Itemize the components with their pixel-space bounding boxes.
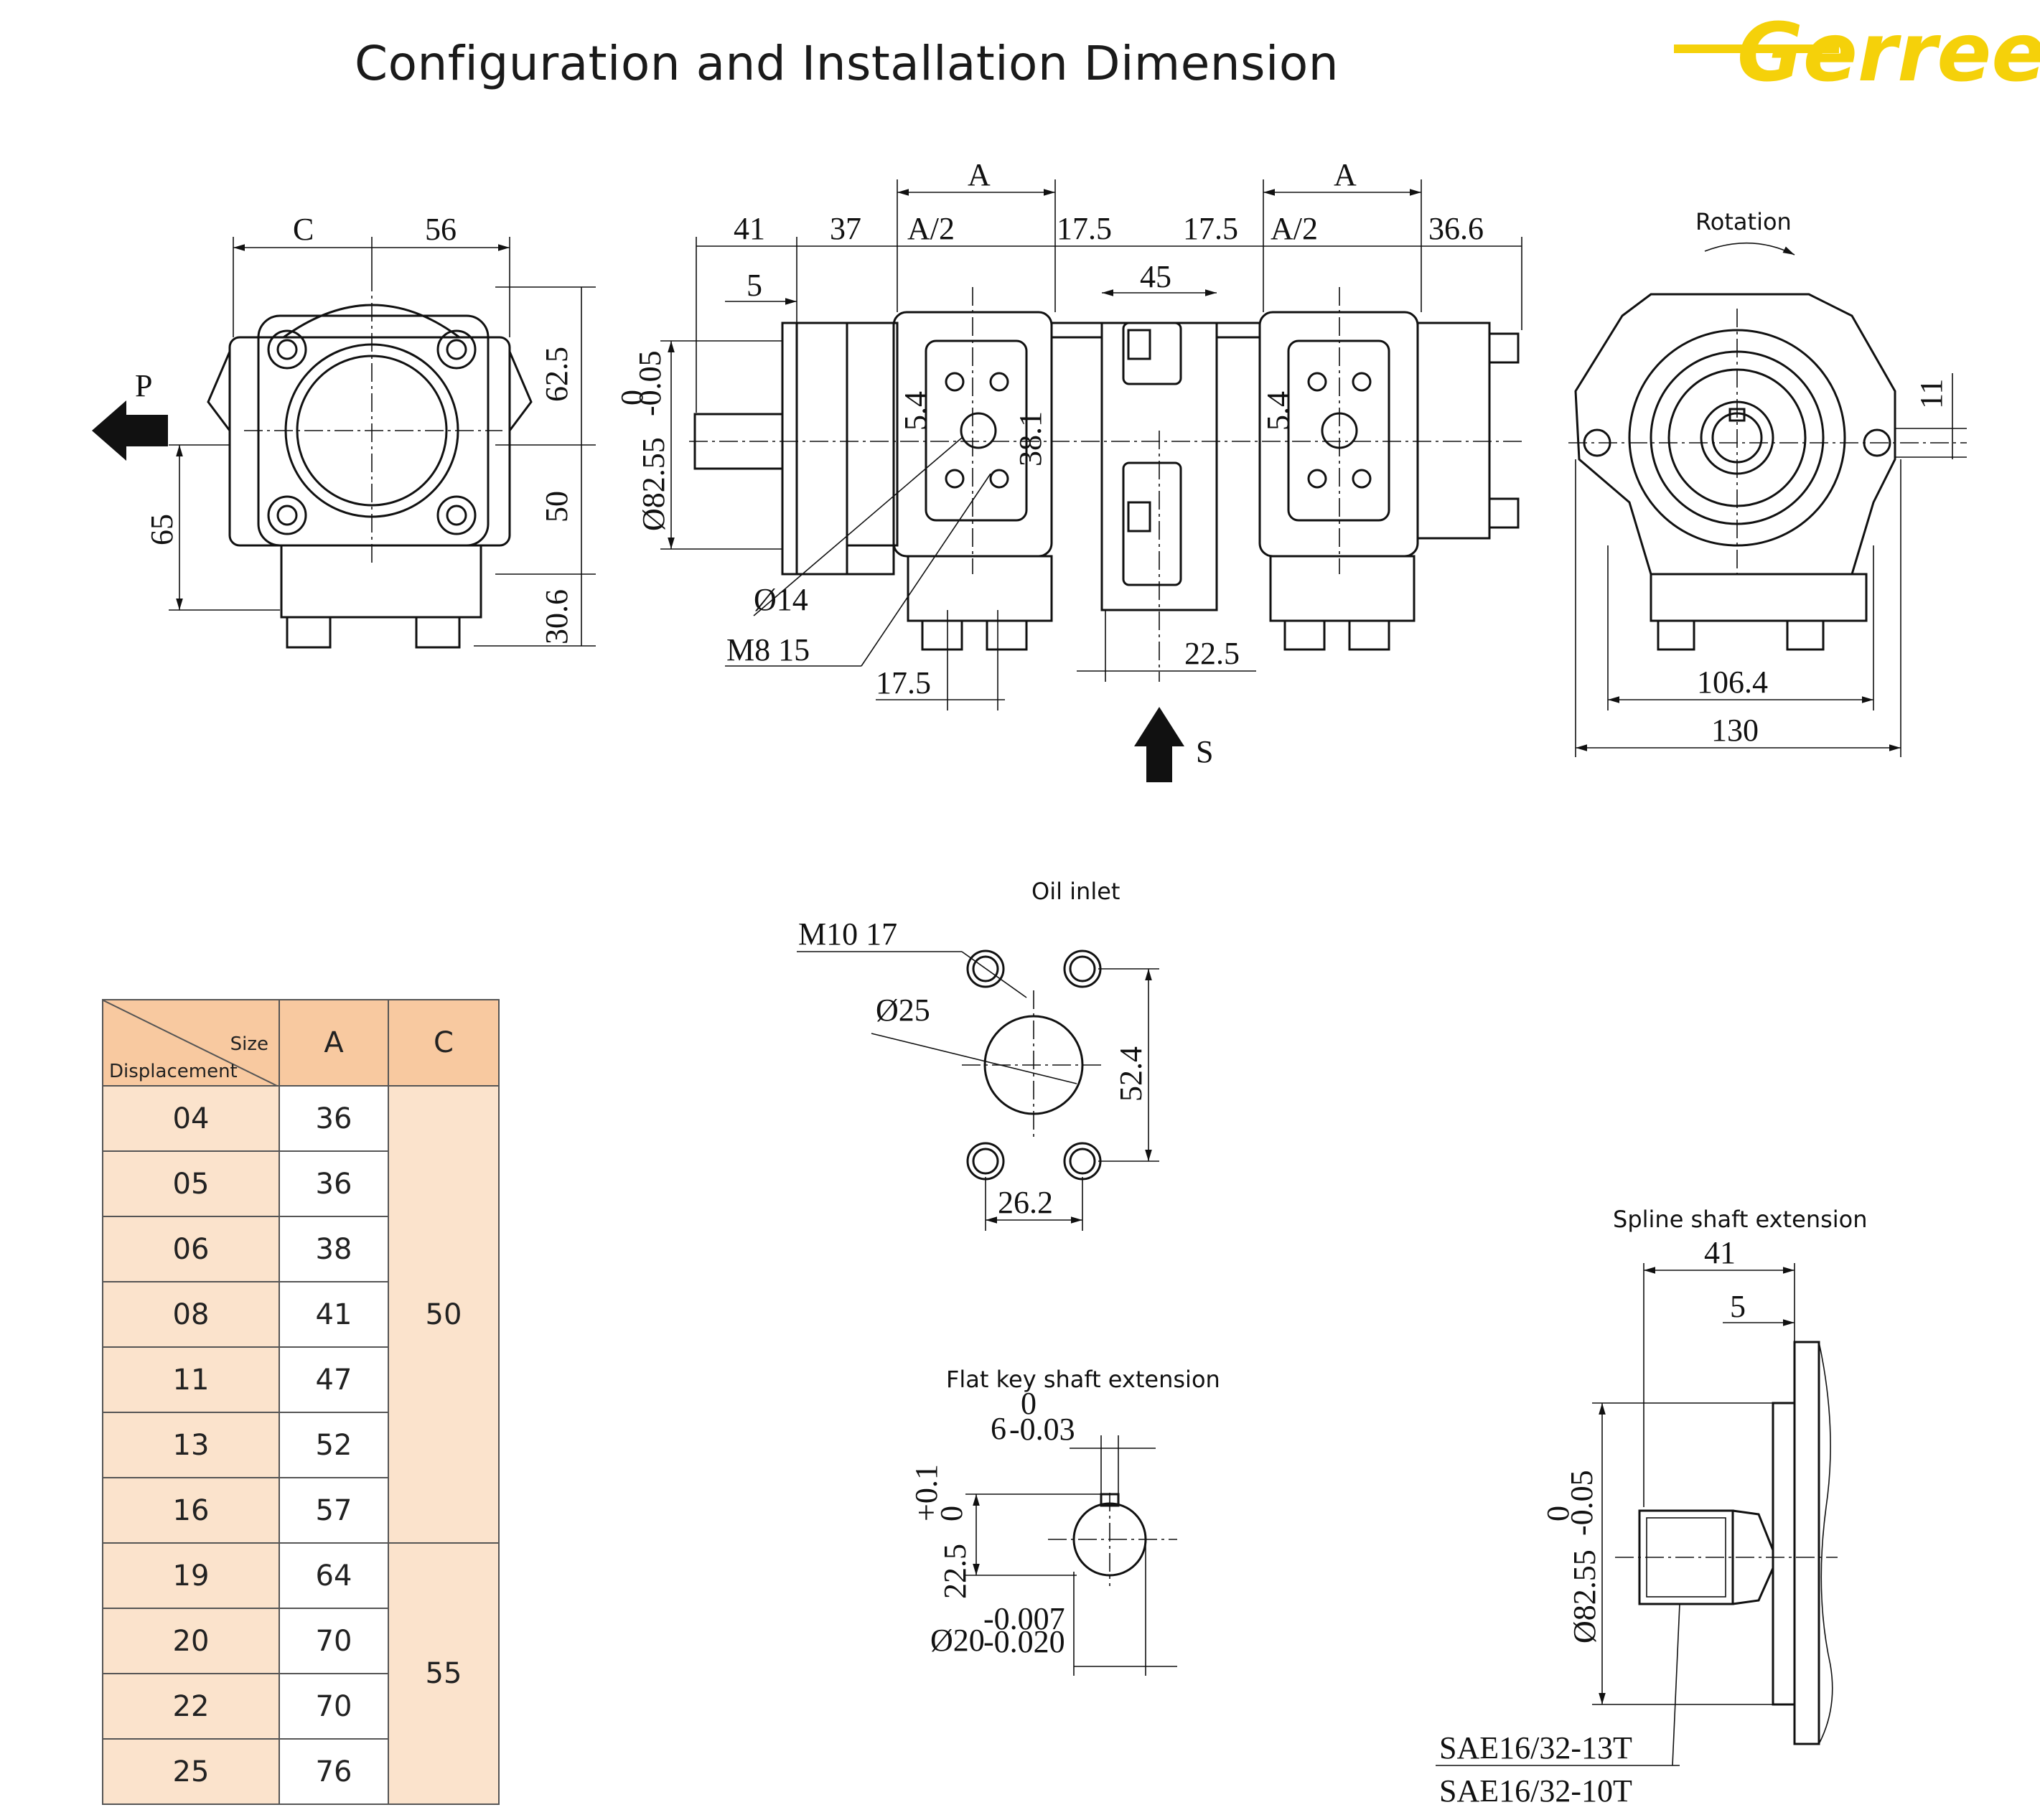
dim-front-56: 56	[425, 212, 457, 247]
table-c-group-2: 55	[388, 1542, 500, 1805]
dim-side-17-5-left: 17.5	[1057, 211, 1112, 246]
table-row-disp: 20	[102, 1608, 280, 1674]
table-row-a: 64	[279, 1542, 389, 1609]
dim-rear-106-4: 106.4	[1697, 665, 1768, 700]
dim-side-dia-14: Ø14	[754, 582, 808, 617]
table-row-disp: 19	[102, 1542, 280, 1609]
dim-inlet-m10: M10 17	[798, 916, 897, 952]
dim-side-17-5-bottom: 17.5	[876, 665, 931, 700]
dim-front-30-6: 30.6	[539, 589, 574, 644]
dim-side-5-4-left: 5.4	[898, 391, 933, 431]
table-header-a: A	[279, 999, 389, 1087]
table-row-disp: 05	[102, 1150, 280, 1217]
dim-inlet-52-4: 52.4	[1113, 1046, 1148, 1102]
dim-key-20-tol-lower: -0.020	[983, 1624, 1065, 1659]
dim-side-5: 5	[747, 268, 762, 303]
table-c-group-1: 50	[388, 1085, 500, 1544]
port-s-label: S	[1196, 734, 1213, 769]
dim-key-22-5-tol-upper: +0.1	[909, 1464, 944, 1521]
rotation-label: Rotation	[1695, 208, 1792, 235]
brand-logo-text: Gerreen	[1737, 6, 2040, 100]
dim-side-17-5-right: 17.5	[1183, 211, 1238, 246]
dim-side-41: 41	[734, 211, 765, 246]
spline-title: Spline shaft extension	[1613, 1206, 1868, 1233]
dim-side-36-6: 36.6	[1428, 211, 1484, 246]
spline-spec-10t: SAE16/32-10T	[1439, 1773, 1632, 1809]
table-header-c: C	[388, 999, 500, 1087]
dim-side-a-half-1: A/2	[907, 211, 955, 246]
dim-front-50: 50	[539, 491, 574, 522]
table-row-a: 57	[279, 1477, 389, 1544]
page-title: Configuration and Installation Dimension	[355, 36, 1339, 91]
table-row-disp: 08	[102, 1281, 280, 1348]
dim-side-45: 45	[1140, 259, 1171, 294]
table-row-a: 76	[279, 1738, 389, 1805]
dim-side-5-4-right: 5.4	[1260, 391, 1296, 431]
dim-spline-tol-lower: -0.05	[1564, 1470, 1599, 1536]
table-header-size: Size	[230, 1033, 268, 1055]
dim-front-65: 65	[144, 514, 179, 545]
table-row-disp: 16	[102, 1477, 280, 1544]
port-p-label: P	[135, 368, 152, 403]
dim-side-38-1: 38.1	[1013, 411, 1048, 466]
dim-side-a1: A	[968, 157, 991, 192]
dim-key-22-5: 22.5	[937, 1544, 973, 1599]
dim-spline-tol-upper: 0	[1540, 1506, 1576, 1521]
dim-side-dia-82-55: Ø82.55	[636, 437, 671, 531]
table-row-a: 38	[279, 1216, 389, 1282]
table-header-displacement: Displacement	[109, 1061, 238, 1082]
dim-side-22-5: 22.5	[1184, 636, 1240, 671]
dim-key-6: 6	[991, 1411, 1006, 1446]
dim-side-tol-upper: 0	[614, 390, 650, 405]
oil-inlet-title: Oil inlet	[1031, 878, 1120, 905]
dim-side-tol-lower: -0.05	[632, 350, 668, 416]
dim-front-c: C	[293, 212, 314, 247]
dim-spline-dia-82-55: Ø82.55	[1567, 1549, 1602, 1643]
table-row-a: 52	[279, 1412, 389, 1478]
dim-key-20-tol-upper: -0.007	[983, 1601, 1065, 1636]
dim-inlet-26-2: 26.2	[998, 1185, 1053, 1220]
dim-side-a2: A	[1334, 157, 1357, 192]
dim-spline-5: 5	[1730, 1289, 1746, 1324]
table-row-a: 47	[279, 1346, 389, 1413]
dim-side-a-half-2: A/2	[1271, 211, 1318, 246]
spline-view: Spline shaft extension 41 5 Ø82.55 0 -0.…	[1436, 1206, 1868, 1809]
oil-inlet-view: Oil inlet M10 17 Ø25 52.4 26.2	[797, 878, 1159, 1231]
rear-view: Rotation 11 106.4 130	[1568, 208, 1967, 757]
table-row-a: 70	[279, 1608, 389, 1674]
table-row-disp: 06	[102, 1216, 280, 1282]
table-row-disp: 22	[102, 1673, 280, 1740]
dim-key-22-5-tol-lower: 0	[934, 1506, 969, 1521]
dim-rear-130: 130	[1711, 713, 1759, 748]
table-row-disp: 13	[102, 1412, 280, 1478]
spline-spec-13t: SAE16/32-13T	[1439, 1730, 1632, 1765]
dim-side-m8: M8 15	[726, 632, 810, 667]
table-row-disp: 11	[102, 1346, 280, 1413]
dim-key-dia-20: Ø20	[930, 1623, 985, 1658]
dim-key-6-tol-upper: 0	[1021, 1386, 1037, 1421]
table-row-a: 36	[279, 1085, 389, 1152]
table-header-corner: Size Displacement	[102, 999, 280, 1087]
dim-inlet-dia-25: Ø25	[876, 993, 930, 1028]
table-row-disp: 25	[102, 1738, 280, 1805]
side-view: A A 41 37 A/2 17.5 17.5 A/2 36.6 5 45 5.…	[614, 157, 1522, 782]
table-row-a: 70	[279, 1673, 389, 1740]
table-row-a: 41	[279, 1281, 389, 1348]
dim-key-6-tol-lower: -0.03	[1009, 1412, 1075, 1447]
dim-side-37: 37	[830, 211, 861, 246]
dim-rear-11: 11	[1914, 379, 1949, 409]
table-row-disp: 04	[102, 1085, 280, 1152]
flat-key-view: Flat key shaft extension 6 0 -0.03 22.5 …	[909, 1366, 1220, 1676]
front-view: P C 56 62.5 50 30.6 65	[92, 212, 596, 649]
dim-front-62-5: 62.5	[539, 347, 574, 402]
table-row-a: 36	[279, 1150, 389, 1217]
brand-logo: Gerreen	[1674, 6, 2040, 100]
flat-key-title: Flat key shaft extension	[946, 1366, 1220, 1393]
dim-spline-41: 41	[1704, 1235, 1736, 1270]
